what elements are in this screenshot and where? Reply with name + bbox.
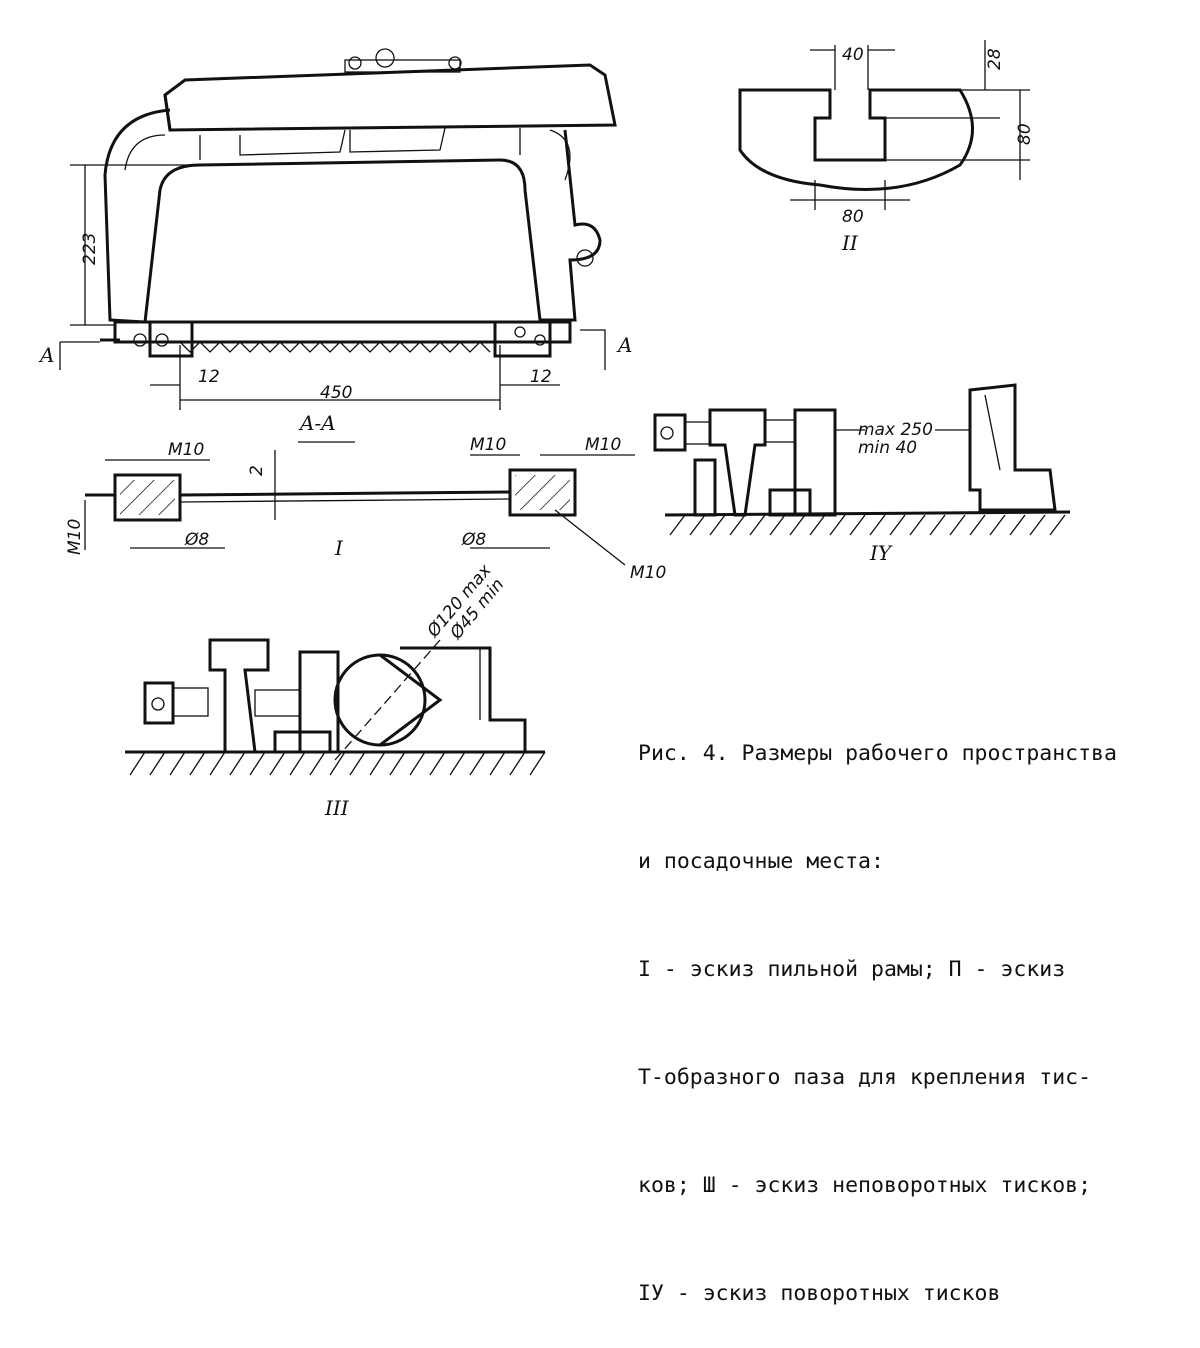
section-title: A-A — [298, 411, 336, 435]
sketch-II-label: II — [841, 231, 859, 255]
caption-line: и посадочные места: — [638, 849, 884, 874]
dim-top-width: 40 — [842, 45, 864, 65]
dim-height-223: 223 — [80, 233, 100, 265]
dim-length-450: 450 — [320, 383, 352, 403]
caption-line: Рис. 4. Размеры рабочего пространства — [638, 741, 1117, 766]
section-mark-left: A — [38, 343, 54, 367]
dim-top-depth: 28 — [985, 48, 1005, 70]
dia-right: Ø8 — [461, 530, 486, 550]
fixed-vise-sketch: Ø120 max Ø45 min III — [125, 560, 546, 820]
dim-right-offset: 12 — [530, 367, 552, 387]
figure-caption: Рис. 4. Размеры рабочего пространства и … — [638, 664, 1117, 1348]
caption-line: Т-образного паза для крепления тис- — [638, 1065, 1092, 1090]
swivel-vise-sketch: max 250 min 40 IY — [653, 383, 1071, 565]
t-slot-sketch: 40 28 80 80 II — [738, 40, 1035, 255]
saw-frame-sketch: 223 12 12 450 A A A-A M10 M10 M10 M10 M1… — [38, 48, 666, 583]
dia-left: Ø8 — [184, 530, 209, 550]
caption-line: ков; Ш - эскиз неповоротных тисков; — [638, 1173, 1092, 1198]
thread-label-2: M10 — [470, 435, 506, 455]
sketch-IV-label: IY — [869, 541, 893, 565]
caption-line: I - эскиз пильной рамы; П - эскиз — [638, 957, 1066, 982]
dim-gap-2: 2 — [247, 465, 267, 476]
section-mark-right: A — [616, 333, 632, 357]
thread-label-4: M10 — [65, 519, 85, 555]
sketch-I-label: I — [334, 536, 344, 560]
thread-label-3: M10 — [585, 435, 621, 455]
thread-label-5: M10 — [630, 563, 666, 583]
caption-line: IУ - эскиз поворотных тисков — [638, 1281, 1001, 1306]
dim-left-offset: 12 — [198, 367, 220, 387]
thread-label-1: M10 — [168, 440, 204, 460]
dim-depth: 80 — [1015, 123, 1035, 145]
opening-min: min 40 — [858, 438, 917, 458]
technical-drawing: 223 12 12 450 A A A-A M10 M10 M10 M10 M1… — [38, 40, 1071, 820]
dim-bottom-width: 80 — [842, 207, 864, 227]
opening-max: max 250 — [858, 420, 933, 440]
sketch-III-label: III — [324, 796, 350, 820]
